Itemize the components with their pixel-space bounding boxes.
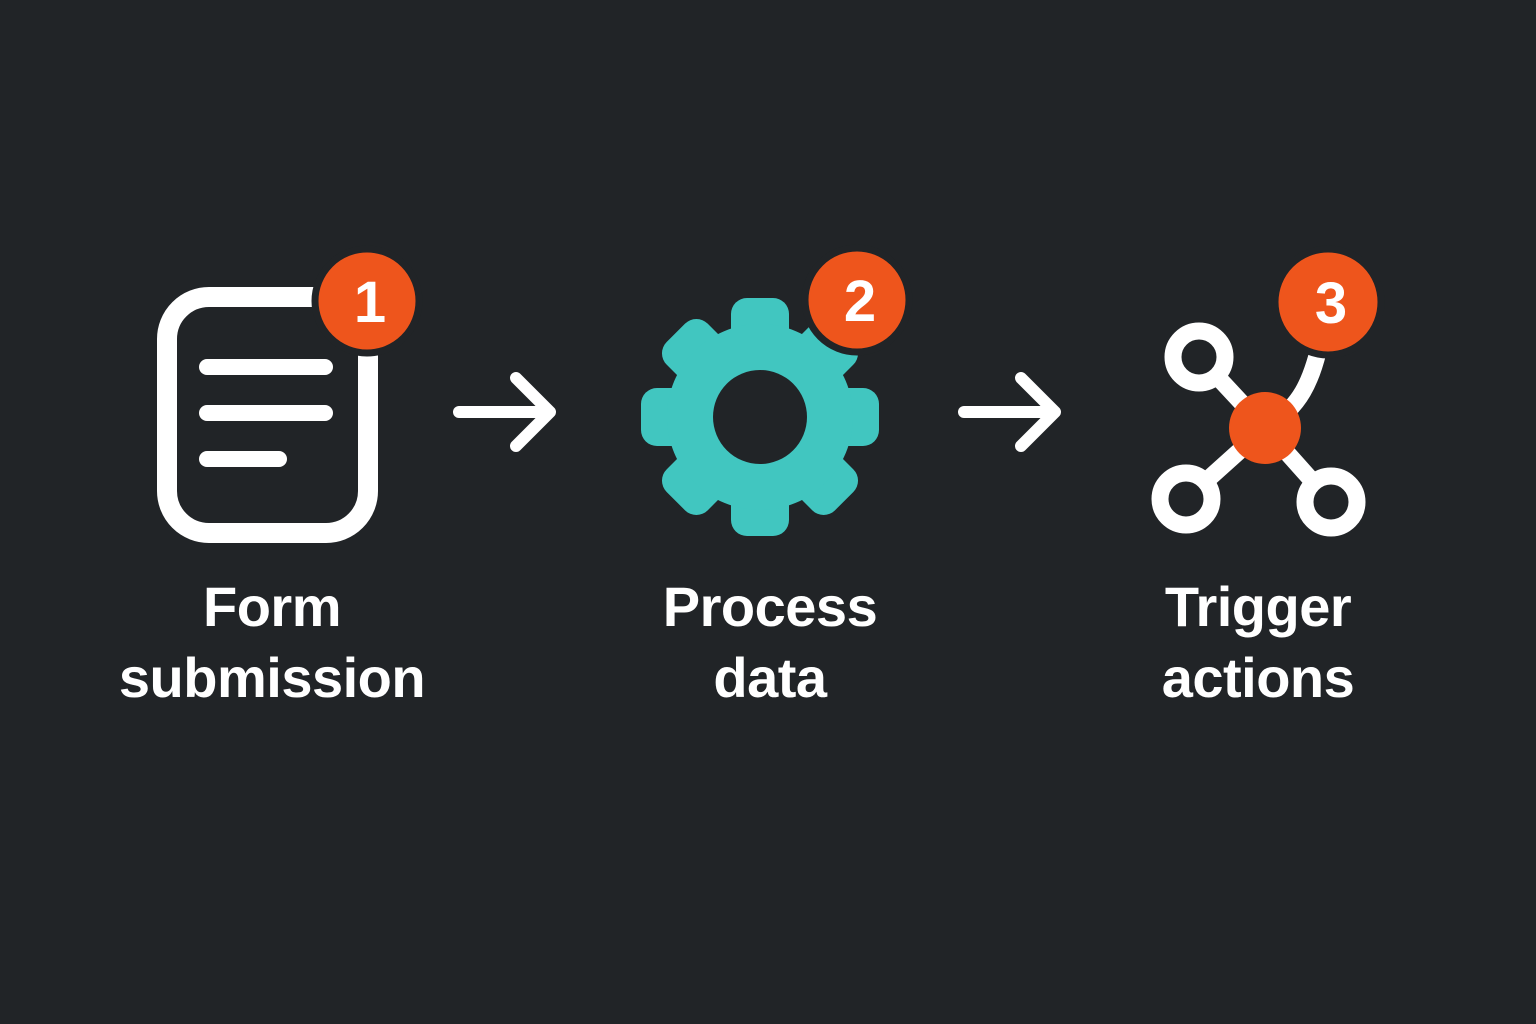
step-label-process-data: Process data <box>662 571 878 713</box>
gear-icon <box>641 298 879 536</box>
step-badge-3: 3 <box>1271 245 1385 359</box>
step-label-trigger-actions: Trigger actions <box>1162 571 1355 713</box>
step-label-form-submission: Form submission <box>118 571 426 713</box>
network-hub-node <box>1229 392 1301 464</box>
gear-hole <box>713 370 807 464</box>
arrow-right-icon <box>958 372 1061 452</box>
step-label-line: submission <box>118 646 426 709</box>
badge-number: 1 <box>354 270 386 335</box>
step-label-line: data <box>713 646 827 709</box>
network-node-ring <box>1296 467 1366 537</box>
badge-number: 2 <box>844 269 876 334</box>
step-label-line: actions <box>1161 646 1355 709</box>
step-label-line: Form <box>202 575 342 638</box>
network-node-ring <box>1164 322 1234 392</box>
document-icon <box>157 287 378 543</box>
step-label-line: Trigger <box>1164 575 1352 638</box>
step-badge-1: 1 <box>311 245 423 357</box>
step-badge-2: 2 <box>801 244 913 356</box>
badge-number: 3 <box>1315 271 1347 336</box>
network-node-ring <box>1151 464 1221 534</box>
network-icon <box>1151 322 1366 537</box>
arrow-right-icon <box>453 372 556 452</box>
step-label-line: Process <box>662 575 878 638</box>
